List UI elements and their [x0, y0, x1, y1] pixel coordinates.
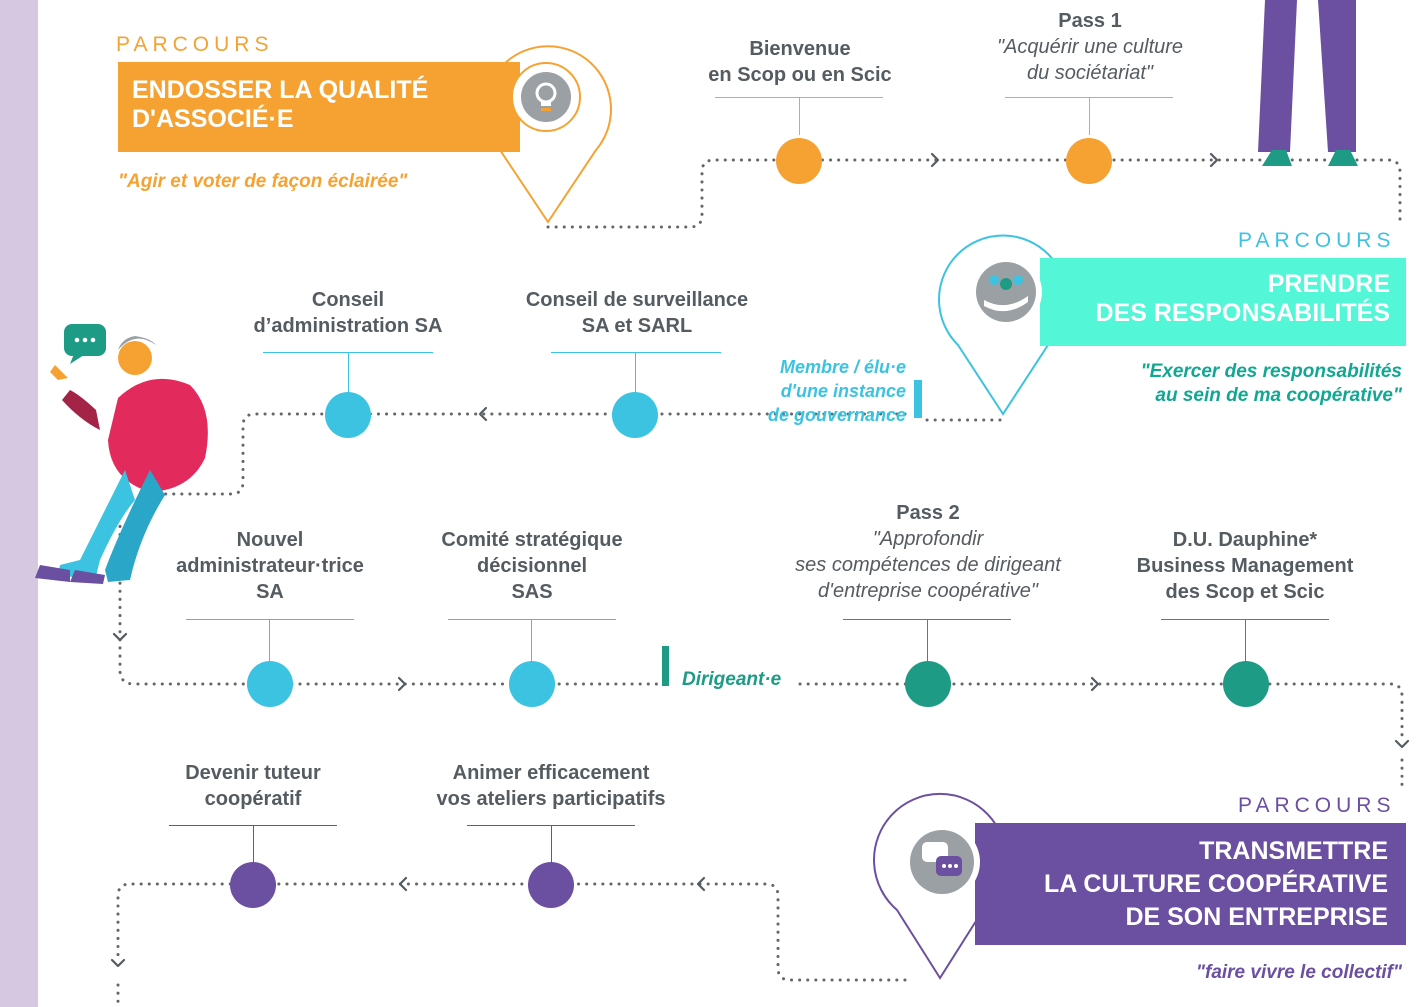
- step-underline: [186, 619, 354, 620]
- step-bienvenue: Bienvenue en Scop ou en Scic: [680, 36, 920, 88]
- step-title: Comité stratégique: [441, 529, 623, 551]
- step-title: Conseil: [311, 289, 385, 311]
- step-connector: [799, 97, 800, 135]
- parcours-kicker-2: PARCOURS: [1238, 229, 1396, 252]
- group-hand-icon: [970, 256, 1042, 328]
- step-conseil-admin: Conseil d’administration SA: [218, 287, 478, 339]
- step-subtitle: SAS: [511, 581, 553, 603]
- step-conseil-surveillance: Conseil de surveillance SA et SARL: [492, 287, 782, 339]
- step-subtitle: des Scop et Scic: [1165, 581, 1325, 603]
- step-pass2: Pass 2 "Approfondir ses compétences de d…: [758, 500, 1098, 604]
- parcours-title-line: D'ASSOCIÉ·E: [132, 105, 294, 133]
- step-connector: [531, 619, 532, 661]
- role-marker: [914, 380, 922, 418]
- role-marker: [662, 646, 669, 686]
- step-node-conseil-admin[interactable]: [325, 392, 371, 438]
- step-comite-strategique: Comité stratégique décisionnel SAS: [408, 527, 656, 605]
- step-nouvel-administrateur: Nouvel administrateur·trice SA: [150, 527, 390, 605]
- step-underline: [448, 619, 616, 620]
- step-devenir-tuteur: Devenir tuteur coopératif: [138, 760, 368, 812]
- step-subtitle: "Approfondir: [872, 528, 984, 550]
- step-connector: [1089, 97, 1090, 135]
- parcours-title-line: LA CULTURE COOPÉRATIVE: [1044, 870, 1388, 898]
- parcours-title-line: PRENDRE: [1267, 270, 1390, 298]
- parcours-quote-1: "Agir et voter de façon éclairée": [118, 171, 408, 192]
- seated-person-illustration: [35, 324, 208, 584]
- parcours-title-line: DES RESPONSABILITÉS: [1095, 299, 1391, 327]
- step-connector: [348, 352, 349, 392]
- step-title: Conseil de surveillance: [525, 289, 749, 311]
- parcours-quote-3: "faire vivre le collectif": [1195, 962, 1402, 983]
- step-connector: [551, 825, 552, 862]
- step-subtitle: SA: [256, 581, 284, 603]
- step-node-bienvenue[interactable]: [776, 138, 822, 184]
- quote-line: au sein de ma coopérative": [1155, 385, 1402, 406]
- step-animer-ateliers: Animer efficacement vos ateliers partici…: [396, 760, 706, 812]
- step-node-animer-ateliers[interactable]: [528, 862, 574, 908]
- step-subtitle: vos ateliers participatifs: [436, 788, 666, 810]
- step-subtitle: décisionnel: [476, 555, 588, 577]
- step-node-nouvel-administrateur[interactable]: [247, 661, 293, 707]
- step-subtitle: ses compétences de dirigeant: [795, 554, 1061, 576]
- step-node-du-dauphine[interactable]: [1223, 661, 1269, 707]
- parcours-quote-2: "Exercer des responsabilités au sein de …: [1040, 360, 1402, 408]
- step-subtitle: "Acquérir une culture: [996, 36, 1184, 58]
- step-subtitle: SA et SARL: [581, 315, 693, 337]
- step-node-pass1[interactable]: [1066, 138, 1112, 184]
- step-node-pass2[interactable]: [905, 661, 951, 707]
- parcours-banner-3: TRANSMETTRE LA CULTURE COOPÉRATIVE DE SO…: [975, 823, 1406, 945]
- parcours-banner-2: PRENDRE DES RESPONSABILITÉS: [1040, 258, 1406, 346]
- step-subtitle: d’administration SA: [253, 315, 443, 337]
- step-title: Devenir tuteur: [185, 762, 321, 784]
- step-connector: [635, 352, 636, 392]
- sidebar-band: [0, 0, 38, 1007]
- parcours-title-line: TRANSMETTRE: [1199, 837, 1388, 865]
- step-connector: [1245, 619, 1246, 661]
- step-node-comite-strategique[interactable]: [509, 661, 555, 707]
- step-du-dauphine: D.U. Dauphine* Business Management des S…: [1100, 527, 1390, 605]
- role-line: de gouvernance: [767, 405, 906, 425]
- parcours-title-line: DE SON ENTREPRISE: [1125, 903, 1388, 931]
- role-label-membre: Membre / élu·e d'une instance de gouvern…: [740, 355, 906, 427]
- step-underline: [551, 352, 721, 353]
- quote-line: "Exercer des responsabilités: [1140, 361, 1402, 382]
- step-subtitle: administrateur·trice: [176, 555, 364, 577]
- step-title: Pass 1: [1058, 10, 1122, 32]
- step-title: Pass 2: [896, 502, 960, 524]
- step-title: Bienvenue: [749, 38, 851, 60]
- step-subtitle: en Scop ou en Scic: [708, 64, 892, 86]
- standing-person-illustration: [1258, 0, 1358, 166]
- step-subtitle: d'entreprise coopérative": [818, 580, 1038, 602]
- parcours-kicker-1: PARCOURS: [116, 33, 274, 56]
- step-connector: [927, 619, 928, 661]
- step-title: Animer efficacement: [452, 762, 650, 784]
- role-line: d'une instance: [780, 381, 906, 401]
- step-title: D.U. Dauphine*: [1172, 529, 1318, 551]
- parcours-title-line: ENDOSSER LA QUALITÉ: [132, 76, 429, 104]
- step-connector: [253, 825, 254, 862]
- step-subtitle: coopératif: [204, 788, 302, 810]
- parcours-banner-1: ENDOSSER LA QUALITÉ D'ASSOCIÉ·E: [118, 62, 520, 152]
- step-subtitle: du sociétariat": [1026, 62, 1154, 84]
- step-node-devenir-tuteur[interactable]: [230, 862, 276, 908]
- role-label-dirigeant: Dirigeant·e: [682, 669, 782, 690]
- step-pass1: Pass 1 "Acquérir une culture du sociétar…: [960, 8, 1220, 86]
- step-connector: [269, 619, 270, 661]
- parcours-kicker-3: PARCOURS: [1238, 794, 1396, 817]
- step-subtitle: Business Management: [1136, 555, 1354, 577]
- step-title: Nouvel: [236, 529, 304, 551]
- role-line: Membre / élu·e: [779, 357, 906, 377]
- step-node-conseil-surveillance[interactable]: [612, 392, 658, 438]
- chat-bubbles-icon: [904, 824, 980, 900]
- lightbulb-icon: [511, 62, 581, 132]
